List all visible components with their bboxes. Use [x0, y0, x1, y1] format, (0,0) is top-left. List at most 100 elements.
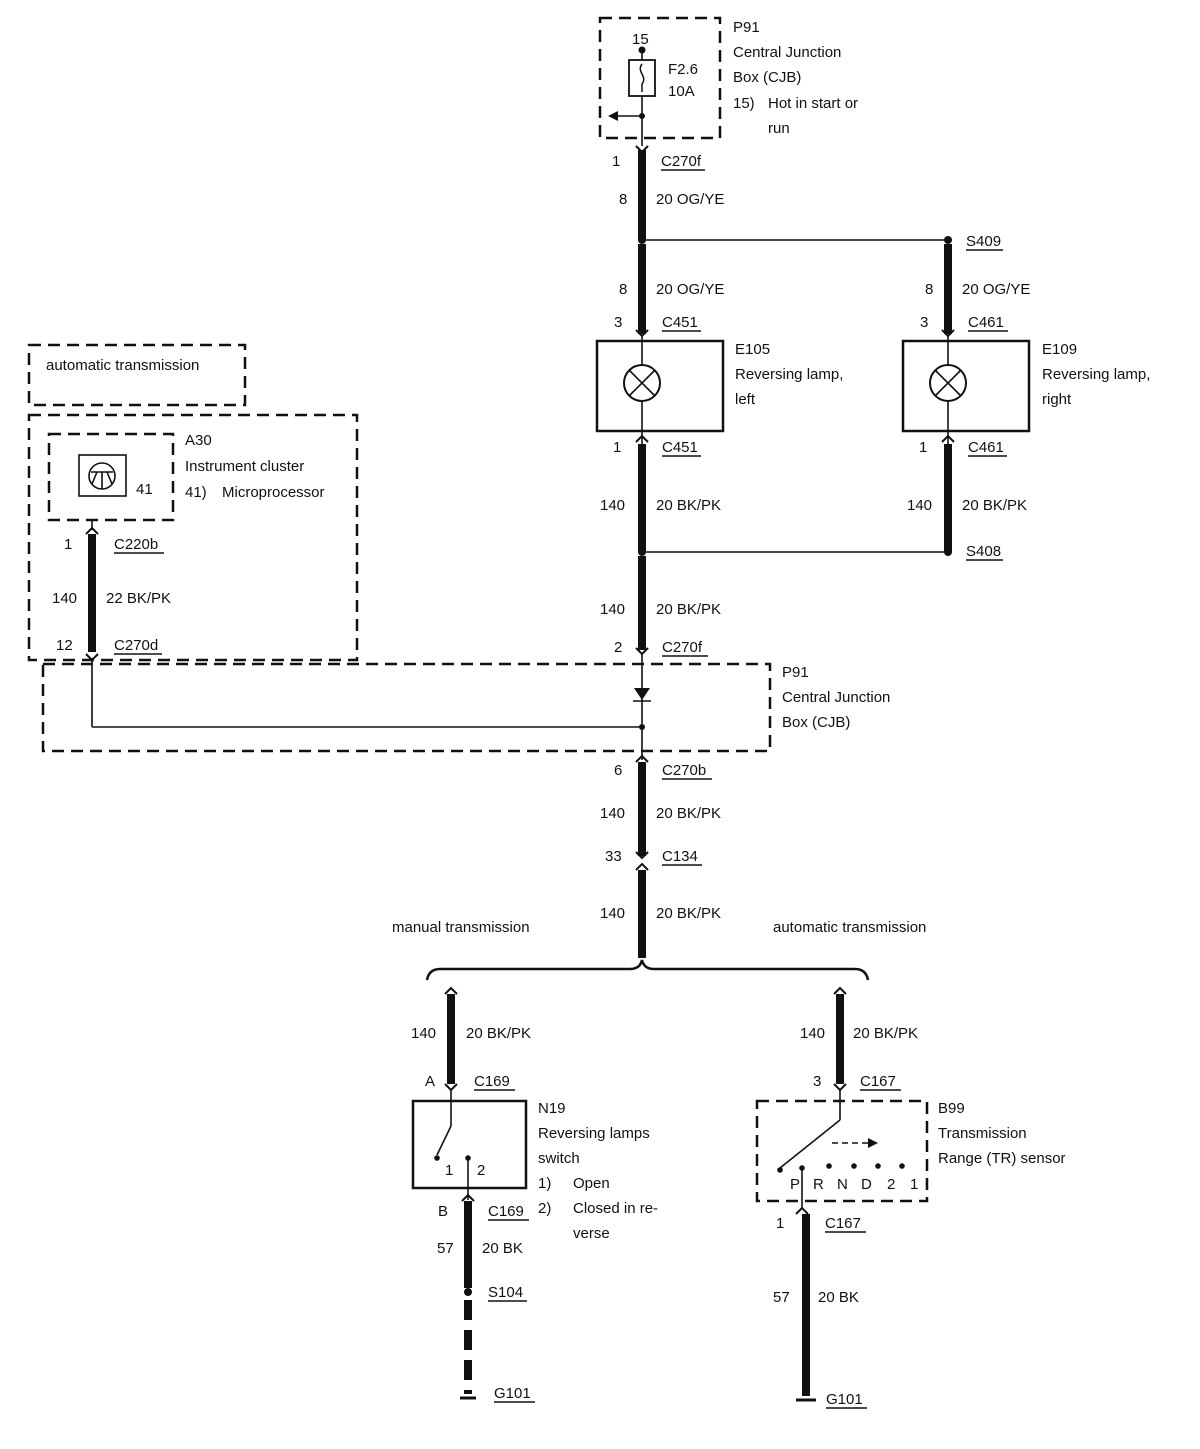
c461-top-conn: C461: [968, 314, 1004, 331]
cluster-ref: A30: [185, 432, 212, 449]
tr-sensor-ref: B99: [938, 1100, 965, 1117]
manual-ground: G101: [494, 1385, 531, 1402]
switch-note-2-num: 2): [538, 1200, 551, 1217]
splice-s408-dot: [944, 548, 952, 556]
wire-bk5-circuit: 140: [600, 905, 625, 922]
manual-gnd-spec: 20 BK: [482, 1240, 523, 1257]
c167-bot-conn: C167: [825, 1215, 861, 1232]
c451-top-conn: C451: [662, 314, 698, 331]
wire-bk2-spec: 20 BK/PK: [962, 497, 1027, 514]
manual-circuit: 140: [411, 1025, 436, 1042]
c270f-top-pin: 1: [612, 153, 620, 170]
c167-top-conn: C167: [860, 1073, 896, 1090]
c461-top-pin: 3: [920, 314, 928, 331]
c461-bot-conn: C461: [968, 439, 1004, 456]
c169-bot-conn: C169: [488, 1203, 524, 1220]
wire-og3-circuit: 8: [925, 281, 933, 298]
cluster-note: Microprocessor: [222, 484, 325, 501]
wire-bk4-circuit: 140: [600, 805, 625, 822]
wire-bk3-circuit: 140: [600, 601, 625, 618]
cluster-inner-box: [47, 432, 175, 522]
fuse-amp: 10A: [668, 83, 695, 100]
switch-note-2b: verse: [573, 1225, 610, 1242]
branch-brace: [425, 959, 870, 981]
auto-gnd-circuit: 57: [773, 1289, 790, 1306]
diode-icon: [634, 688, 650, 700]
lamp-left-name-1: Reversing lamp,: [735, 366, 843, 383]
wire-bk2-circuit: 140: [907, 497, 932, 514]
cjb-top-ref: P91: [733, 19, 760, 36]
cluster-scope-box: [27, 343, 247, 407]
c220b-pin: 1: [64, 536, 72, 553]
lamp-left-ref: E105: [735, 341, 770, 358]
wire-bk5-spec: 20 BK/PK: [656, 905, 721, 922]
cjb-top-box: [598, 16, 722, 140]
pos-n: N: [837, 1176, 848, 1193]
manual-branch-label: manual transmission: [392, 919, 530, 936]
splice-s104-dot: [464, 1288, 472, 1296]
wire-og2-circuit: 8: [619, 281, 627, 298]
c167-top-pin: 3: [813, 1073, 821, 1090]
splice-s104: S104: [488, 1284, 523, 1301]
lamp-right-ref: E109: [1042, 341, 1077, 358]
c134-pin: 33: [605, 848, 622, 865]
cjb-top-name-1: Central Junction: [733, 44, 841, 61]
pos-r: R: [813, 1176, 824, 1193]
c461-bot-pin: 1: [919, 439, 927, 456]
cluster-outer-box: [27, 413, 359, 662]
switch-contact-icon: [436, 1125, 452, 1156]
tr-sensor-box: [755, 1099, 929, 1203]
lamp-left-box: [595, 339, 725, 433]
wire-cluster-spec: 22 BK/PK: [106, 590, 171, 607]
c169-top-pin: A: [425, 1073, 435, 1090]
splice-s409: S409: [966, 233, 1001, 250]
c270b-conn: C270b: [662, 762, 706, 779]
arrow-left-icon: [608, 111, 618, 121]
cluster-name: Instrument cluster: [185, 458, 304, 475]
cluster-note-num: 41): [185, 484, 207, 501]
lamp-right-name-2: right: [1042, 391, 1072, 408]
wire-bk3-spec: 20 BK/PK: [656, 601, 721, 618]
c134-conn: C134: [662, 848, 698, 865]
wire-og2-spec: 20 OG/YE: [656, 281, 724, 298]
c451-bot-conn: C451: [662, 439, 698, 456]
auto-ground: G101: [826, 1391, 863, 1408]
cjb-top-note-2: run: [768, 120, 790, 137]
lamp-right-name-1: Reversing lamp,: [1042, 366, 1150, 383]
c167-bot-pin: 1: [776, 1215, 784, 1232]
switch-pin-2: 2: [477, 1162, 485, 1179]
wire-bk1-circuit: 140: [600, 497, 625, 514]
switch-note-1-num: 1): [538, 1175, 551, 1192]
c270d-conn: C270d: [114, 637, 158, 654]
c270b-pin: 6: [614, 762, 622, 779]
wire-cluster-circuit: 140: [52, 590, 77, 607]
switch-name-1: Reversing lamps: [538, 1125, 650, 1142]
cjb-top-pin: 15: [632, 31, 649, 48]
cjb-bottom-ref: P91: [782, 664, 809, 681]
auto-spec: 20 BK/PK: [853, 1025, 918, 1042]
cluster-scope-label: automatic transmission: [46, 357, 199, 374]
c169-top-conn: C169: [474, 1073, 510, 1090]
pos-d: D: [861, 1176, 872, 1193]
manual-gnd-circuit: 57: [437, 1240, 454, 1257]
selector-contact-icon: [779, 1119, 841, 1169]
switch-ref: N19: [538, 1100, 566, 1117]
wire-og1-spec: 20 OG/YE: [656, 191, 724, 208]
wire-og1-circuit: 8: [619, 191, 627, 208]
c270d-pin: 12: [56, 637, 73, 654]
switch-n19-box: [411, 1099, 528, 1190]
fuse-id: F2.6: [668, 61, 698, 78]
tr-sensor-name-2: Range (TR) sensor: [938, 1150, 1066, 1167]
manual-spec: 20 BK/PK: [466, 1025, 531, 1042]
c270f-bot-conn: C270f: [662, 639, 703, 656]
splice-s408: S408: [966, 543, 1001, 560]
wire-og3-spec: 20 OG/YE: [962, 281, 1030, 298]
c220b-conn: C220b: [114, 536, 158, 553]
splice-s409-dot: [944, 236, 952, 244]
auto-gnd-spec: 20 BK: [818, 1289, 859, 1306]
cluster-pin: 41: [136, 481, 153, 498]
c270f-bot-pin: 2: [614, 639, 622, 656]
arrow-right-icon: [868, 1138, 878, 1148]
switch-pin-1: 1: [445, 1162, 453, 1179]
